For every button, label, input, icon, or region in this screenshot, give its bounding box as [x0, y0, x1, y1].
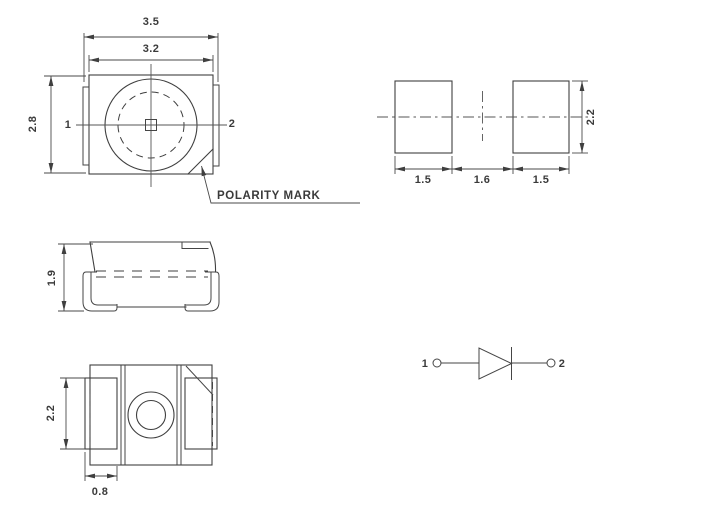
pad-right-width-label: 1.5	[533, 174, 550, 186]
side-height-label: 1.9	[46, 270, 58, 287]
bottom-view-hole-outer-circle	[127, 391, 175, 439]
pad-height-label: 2.2	[585, 109, 597, 126]
bottom-view-hole-inner-circle	[135, 399, 167, 431]
terminal-width-label: 0.8	[92, 486, 109, 498]
top-view-left-terminal-tab	[82, 86, 90, 166]
diode-symbol: 1 2	[422, 347, 566, 380]
top-view-right-terminal-tab	[212, 84, 220, 167]
bottom-view: 2.2 0.8	[45, 364, 218, 498]
schematic-pin1-label: 1	[422, 358, 429, 370]
top-view-overall-width-label: 3.5	[143, 16, 160, 28]
side-view: 1.9	[46, 241, 220, 312]
top-view-height-label: 2.8	[27, 116, 39, 133]
diode-anode-triangle	[478, 347, 513, 380]
polarity-leader-line	[201, 165, 360, 204]
pad-layout-view: 1.5 1.6 1.5 2.2	[377, 80, 597, 186]
top-view: 3.5 3.2 2.8 1 2 POLARITY MARK	[27, 16, 360, 204]
side-view-right-lead	[184, 271, 220, 312]
bottom-view-body-outline	[89, 364, 213, 466]
side-view-right-edge	[209, 241, 217, 273]
schematic-pin1-terminal	[432, 358, 442, 368]
pad-left-width-label: 1.5	[415, 174, 432, 186]
top-view-pin1-label: 1	[65, 119, 72, 131]
schematic-pin2-terminal	[546, 358, 556, 368]
top-view-die-mark	[145, 119, 157, 131]
top-view-polarity-chamfer	[187, 148, 214, 175]
top-view-body-width-label: 3.2	[143, 43, 160, 55]
bottom-view-left-terminal	[84, 377, 118, 450]
bottom-view-polarity-line	[185, 365, 214, 396]
pad-gap-label: 1.6	[474, 174, 491, 186]
schematic-pin2-label: 2	[559, 358, 566, 370]
side-view-top-notch	[181, 242, 209, 249]
polarity-mark-label: POLARITY MARK	[217, 190, 321, 202]
side-view-left-lead	[82, 271, 118, 312]
side-view-left-edge	[89, 241, 96, 273]
bottom-height-label: 2.2	[45, 405, 57, 422]
top-view-pin2-label: 2	[229, 118, 236, 130]
bottom-view-right-terminal	[184, 377, 218, 450]
